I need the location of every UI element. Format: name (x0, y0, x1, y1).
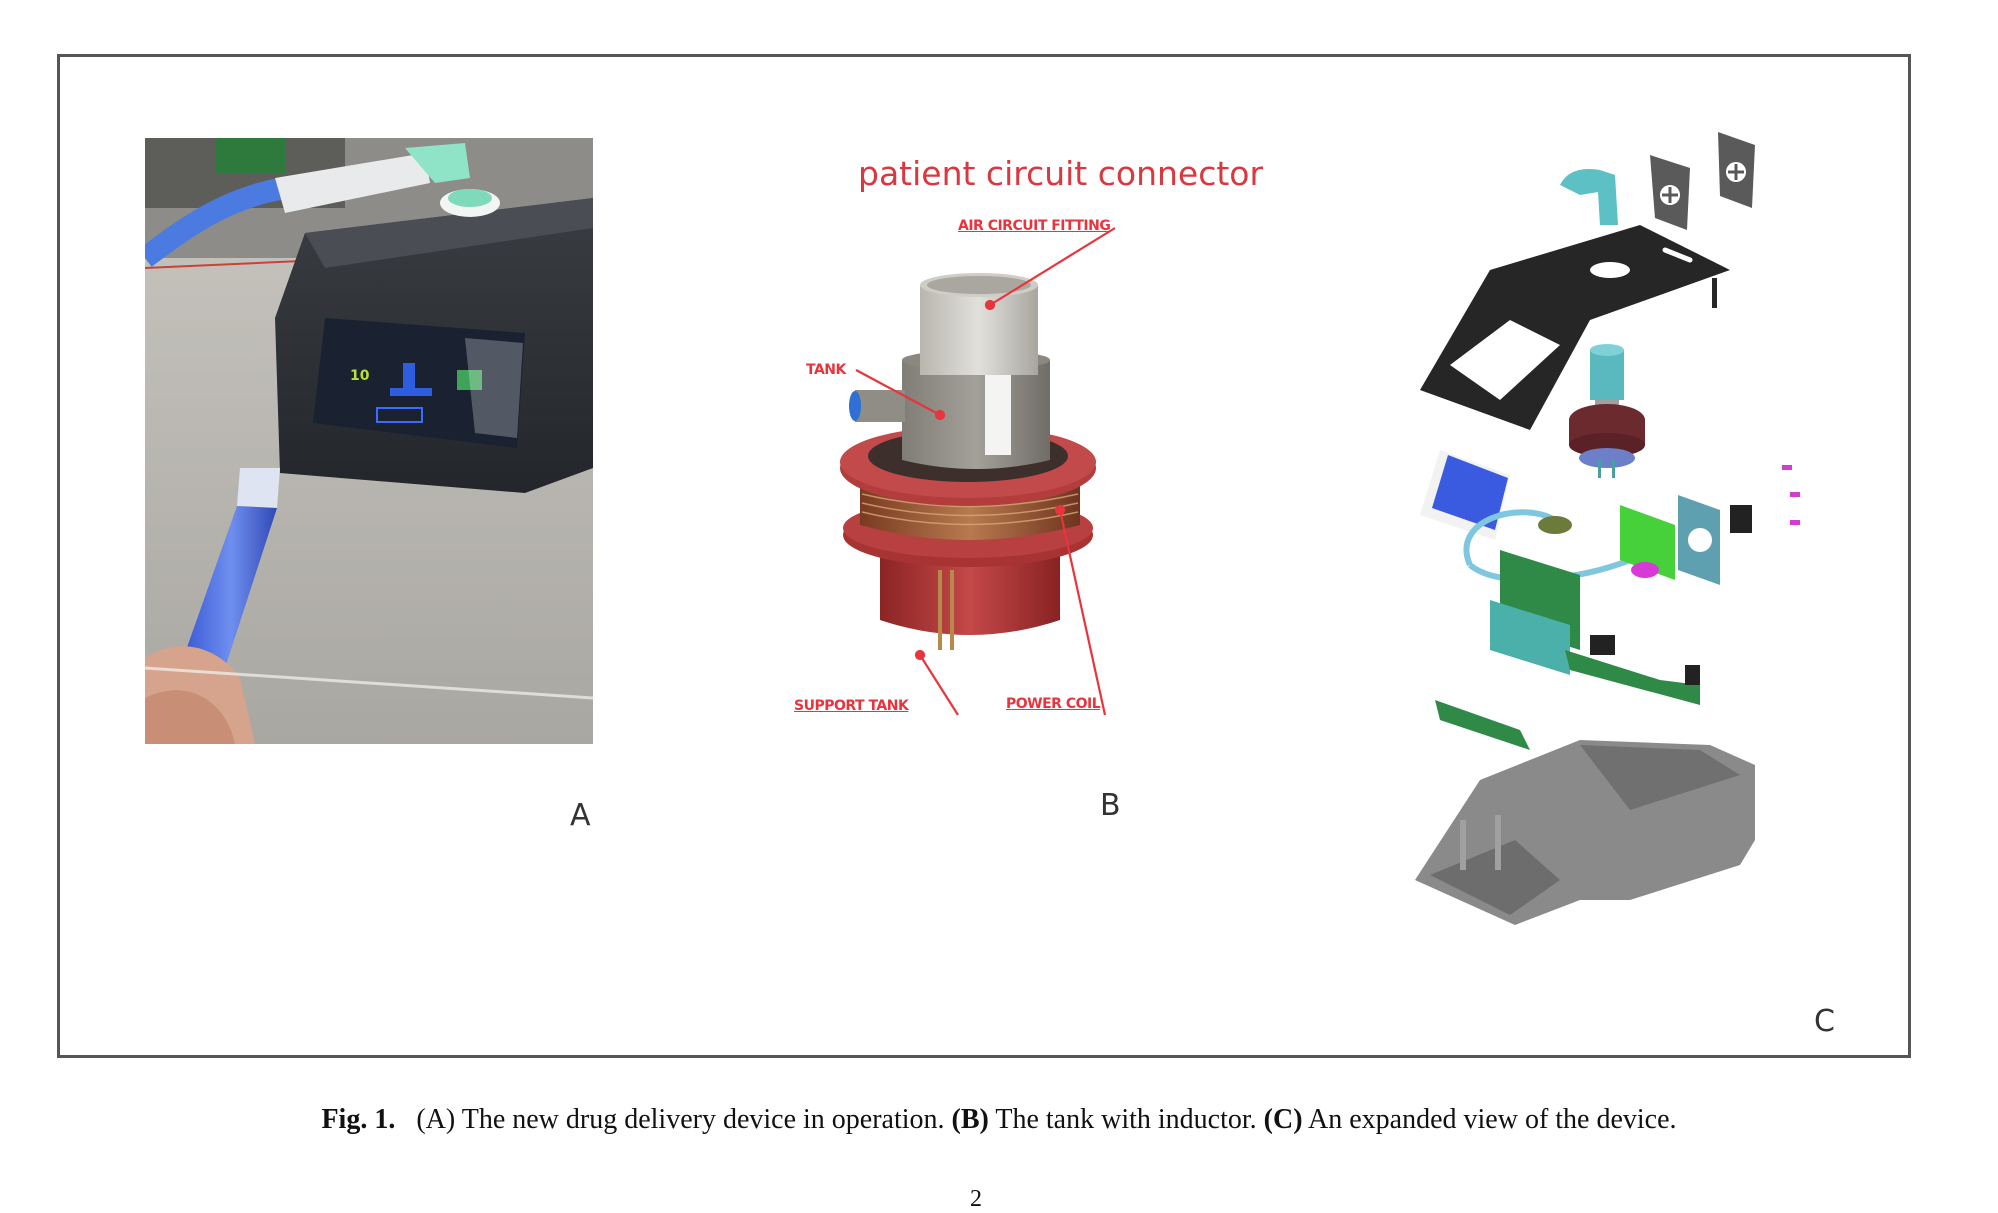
tank-module (1569, 344, 1645, 478)
caption-a-label: (A) (416, 1104, 456, 1135)
panel-c-label: C (1814, 1004, 1835, 1039)
blue-hose (145, 177, 287, 267)
support-tank (880, 550, 1060, 635)
arrow-support-tank (919, 654, 959, 716)
panel-a-photo: 10 (145, 138, 593, 744)
panel-a-label: A (570, 798, 591, 833)
tank (902, 360, 1050, 469)
callout-support-tank: SUPPORT TANK (794, 698, 909, 714)
page-number: 2 (970, 1186, 982, 1212)
device-screen (313, 318, 525, 448)
mouthpiece (237, 468, 280, 508)
elbow-fitting (1560, 169, 1618, 225)
panel-b-label: B (1100, 788, 1121, 823)
callout-tank: TANK (806, 362, 846, 378)
caption-c-text: An expanded view of the device. (1308, 1104, 1677, 1135)
screen-value: 10 (350, 368, 370, 384)
panel-b-title: patient circuit connector (858, 154, 1264, 193)
callout-power-coil: POWER COIL (1006, 696, 1101, 712)
arrow-air-circuit-fitting (989, 227, 1116, 306)
caption-fig-label: Fig. 1. (321, 1104, 396, 1135)
vent-plate (1718, 132, 1755, 208)
figure-caption: Fig. 1. (A) The new drug delivery device… (0, 1104, 1998, 1136)
screen-start-button (376, 407, 423, 423)
caption-a-text: The new drug delivery device in operatio… (461, 1104, 945, 1135)
tank-assembly (840, 227, 1116, 716)
arrow-power-coil (1058, 509, 1107, 716)
air-circuit-fitting (920, 285, 1038, 375)
bottom-pcb (1435, 700, 1530, 750)
power-pcb (1565, 650, 1700, 705)
caption-c-label: (C) (1263, 1104, 1303, 1135)
exploded-view (1415, 132, 1800, 925)
green-pcb (1620, 505, 1675, 580)
green-part (215, 138, 285, 173)
vent-plate (1650, 155, 1690, 230)
arrow-tank (855, 369, 941, 416)
caption-b-text: The tank with inductor. (995, 1104, 1257, 1135)
caption-b-label: (B) (951, 1104, 989, 1135)
callout-air-circuit-fitting: AIR CIRCUIT FITTING (958, 218, 1111, 234)
